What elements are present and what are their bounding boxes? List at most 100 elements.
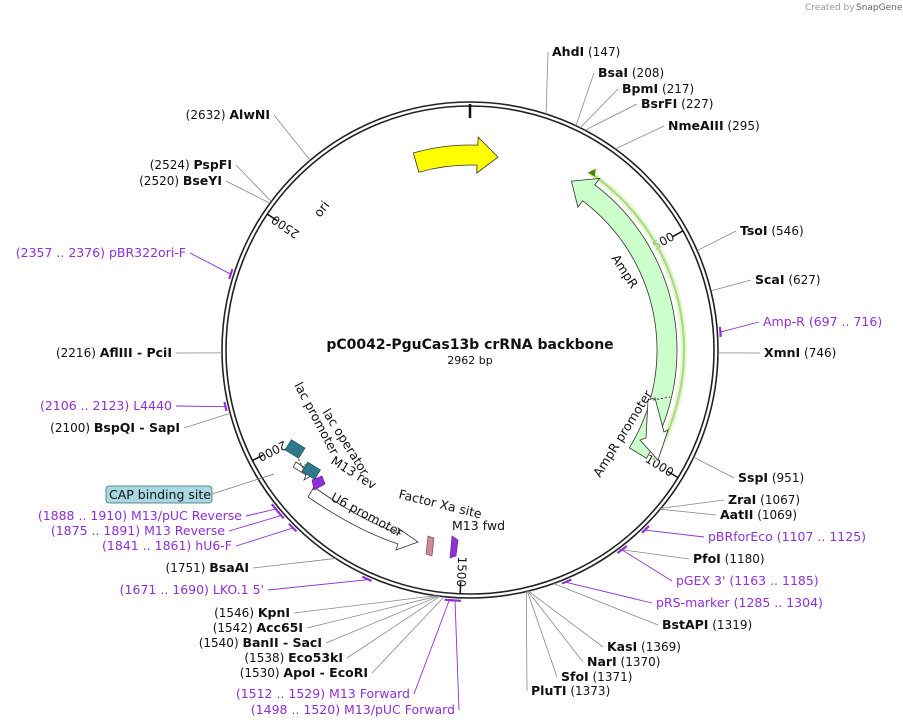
enzyme-site-label[interactable]: BsrFI (227) xyxy=(641,96,713,111)
primer-leader xyxy=(646,529,705,538)
enzyme-leader xyxy=(526,591,558,678)
site-labels: AhdI (147) BsaI (208)BpmI (217)BsrFI (227… xyxy=(16,44,882,717)
enzyme-leader xyxy=(575,72,595,126)
factor-xa-label: Factor Xa site xyxy=(397,486,483,521)
enzyme-site-label[interactable]: BsaI (208) xyxy=(598,65,664,80)
primer-leader xyxy=(721,321,760,333)
primer-site-mark xyxy=(718,326,722,338)
enzyme-site-label[interactable]: NarI (1370) xyxy=(587,654,660,669)
leader-lines xyxy=(175,51,761,711)
enzyme-site-label[interactable]: ZraI (1067) xyxy=(728,492,800,507)
ori-feature-arrow[interactable] xyxy=(412,136,499,174)
ampr-promoter-dots xyxy=(652,396,671,401)
primer-label[interactable]: (1498 .. 1520) M13/pUC Forward xyxy=(251,702,455,717)
enzyme-site-label[interactable]: (2520) BseYI xyxy=(139,173,222,188)
enzyme-site-label[interactable]: (1530) ApoI - EcoRI xyxy=(240,665,368,680)
lac-operator-box-2[interactable] xyxy=(301,461,321,480)
enzyme-site-label[interactable]: (2632) AlwNI xyxy=(186,107,270,122)
primer-site-mark xyxy=(228,268,234,280)
primer-label[interactable]: (2357 .. 2376) pBR322ori-F xyxy=(16,245,186,260)
enzyme-site-label[interactable]: (2100) BspQI - SapI xyxy=(50,420,180,435)
cap-binding-site-label: CAP binding site xyxy=(109,487,211,502)
primer-site-mark xyxy=(288,523,298,533)
primer-site-mark xyxy=(616,545,628,555)
backbone-outer xyxy=(221,101,719,599)
primer-site-mark xyxy=(361,575,372,582)
factor-xa-site-box[interactable] xyxy=(425,535,435,557)
m13-fwd-label: M13 fwd xyxy=(452,518,505,533)
primer-label[interactable]: (1888 .. 1910) M13/pUC Reverse xyxy=(38,508,242,523)
primer-leader xyxy=(235,527,293,547)
enzyme-leader xyxy=(579,88,619,129)
enzyme-leader xyxy=(235,164,272,202)
enzyme-site-label[interactable]: SspI (951) xyxy=(738,470,804,485)
ampr-promoter-arrow[interactable] xyxy=(639,397,669,461)
m13-fwd-arrow[interactable] xyxy=(449,535,459,559)
ampr-orf-halo xyxy=(588,170,687,462)
primer-leader xyxy=(454,601,460,711)
enzyme-site-label[interactable]: (1540) BanII - SacI xyxy=(199,635,322,650)
enzyme-site-label[interactable]: PluTI (1373) xyxy=(531,683,610,698)
m13-rev-arrow[interactable] xyxy=(311,475,326,491)
enzyme-site-label[interactable]: KasI (1369) xyxy=(607,639,681,654)
lac-operator-box[interactable] xyxy=(284,439,306,459)
enzyme-site-label[interactable]: (2216) AflIII - PciI xyxy=(56,345,172,360)
watermark-text: Created by xyxy=(805,3,855,13)
cap-binding-site-box[interactable] xyxy=(105,485,213,504)
enzyme-leader xyxy=(525,591,528,692)
primer-label[interactable]: (1671 .. 1690) LKO.1 5' xyxy=(120,582,264,597)
enzyme-leader xyxy=(584,103,638,131)
primer-label[interactable]: pGEX 3' (1163 .. 1185) xyxy=(676,573,819,588)
enzyme-site-label[interactable]: (1542) Acc65I xyxy=(213,620,303,635)
primer-label[interactable]: Amp-R (697 .. 716) xyxy=(763,314,882,329)
enzyme-site-label[interactable]: (1751) BsaAI xyxy=(166,560,249,575)
enzyme-leader xyxy=(325,595,440,644)
enzyme-leader xyxy=(346,595,441,659)
primer-label[interactable]: (2106 .. 2123) L4440 xyxy=(40,398,172,413)
enzyme-site-label[interactable]: SfoI (1371) xyxy=(561,669,632,684)
enzyme-site-label[interactable]: TsoI (546) xyxy=(740,223,804,238)
enzyme-leader xyxy=(293,595,436,614)
enzyme-leader xyxy=(252,558,336,569)
enzyme-site-label[interactable]: ScaI (627) xyxy=(755,272,821,287)
enzyme-leader xyxy=(545,51,549,114)
enzyme-site-label[interactable]: (1546) KpnI xyxy=(214,605,290,620)
tick-mark xyxy=(252,454,264,462)
tick-mark xyxy=(266,213,278,222)
primer-leader xyxy=(267,579,367,591)
primer-site-mark xyxy=(223,401,228,412)
primer-label[interactable]: pBRforEco (1107 .. 1125) xyxy=(708,529,866,544)
tick-label: 1500 xyxy=(454,556,469,587)
ori-label: ori xyxy=(311,198,333,220)
ampr-feature-arrow[interactable] xyxy=(570,177,678,459)
primer-leader xyxy=(175,405,225,408)
enzyme-site-label[interactable]: (2524) PspFI xyxy=(150,157,232,172)
enzyme-site-label[interactable]: PfoI (1180) xyxy=(693,551,765,566)
cap-binding-site-leader xyxy=(211,473,275,495)
enzyme-leader xyxy=(660,508,717,516)
enzyme-leader xyxy=(306,595,439,629)
enzyme-leader xyxy=(225,180,271,204)
enzyme-leader xyxy=(697,230,737,251)
enzyme-site-label[interactable]: (1538) Eco53kI xyxy=(244,650,343,665)
enzyme-site-label[interactable]: BstAPI (1319) xyxy=(662,617,752,632)
primer-label[interactable]: (1512 .. 1529) M13 Forward xyxy=(236,686,410,701)
primer-label[interactable]: pRS-marker (1285 .. 1304) xyxy=(656,595,823,610)
primer-label[interactable]: (1841 .. 1861) hU6-F xyxy=(102,538,232,553)
primer-leader xyxy=(413,600,450,695)
primer-site-mark xyxy=(561,578,572,585)
primer-site-mark xyxy=(270,503,281,514)
primer-label[interactable]: (1875 .. 1891) M13 Reverse xyxy=(51,523,225,538)
enzyme-leader xyxy=(183,412,231,429)
enzyme-site-label[interactable]: NmeAIII (295) xyxy=(668,118,760,133)
tick-mark xyxy=(667,470,679,479)
enzyme-site-label[interactable]: BpmI (217) xyxy=(622,81,694,96)
enzyme-leader xyxy=(273,114,311,161)
u6-promoter-arrow[interactable] xyxy=(307,486,419,551)
enzyme-site-label[interactable]: AatII (1069) xyxy=(720,507,797,522)
enzyme-site-label[interactable]: AhdI (147) xyxy=(552,44,620,59)
primer-site-mark xyxy=(641,525,650,534)
primer-site-mark xyxy=(449,599,461,602)
primer-leader xyxy=(245,508,275,517)
enzyme-site-label[interactable]: XmnI (746) xyxy=(764,345,836,360)
